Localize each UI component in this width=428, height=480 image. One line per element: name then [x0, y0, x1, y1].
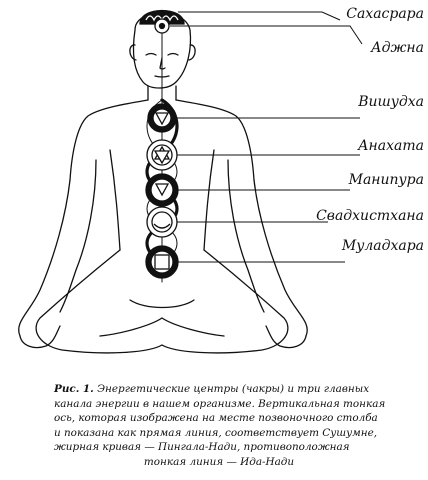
caption-line-4: и показана как прямая линия, соответству…	[54, 426, 378, 439]
vishuddha-chakra	[147, 103, 177, 133]
right-leg	[161, 249, 289, 354]
sahasrara-chakra	[139, 10, 185, 25]
right-eye	[167, 52, 179, 56]
svadhisthana-chakra	[146, 206, 178, 238]
pointer-sahasrara	[178, 11, 341, 21]
label-ajna: Аджна	[371, 40, 424, 56]
right-hand	[265, 325, 307, 349]
right-arm-inner	[227, 159, 265, 313]
left-hand	[19, 325, 61, 349]
left-leg	[35, 249, 163, 354]
left-shoulder	[69, 99, 149, 181]
caption-line-1: Рис. 1. Энергетические центры (чакры) и …	[54, 383, 370, 395]
label-svadhisthana: Свадхистхана	[316, 208, 424, 224]
label-muladhara: Муладхара	[341, 238, 424, 254]
label-vishuddha: Вишудха	[358, 94, 424, 110]
pointer-ajna	[170, 25, 363, 45]
caption-line-3: ось, которая изображена на месте позвоно…	[54, 412, 378, 425]
meditating-figure-diagram	[18, 10, 363, 354]
ajna-chakra	[154, 18, 170, 34]
label-manipura: Манипура	[348, 172, 424, 188]
label-sahasrara: Сахасрара	[346, 6, 424, 22]
right-shoulder	[175, 99, 255, 181]
manipura-chakra	[145, 173, 179, 207]
figure-number: Рис. 1.	[54, 383, 94, 395]
left-eye	[145, 52, 157, 56]
right-ear	[188, 44, 196, 61]
caption-line-5: жирная кривая — Пингала-Нади, противопол…	[54, 441, 350, 454]
left-arm-outer	[18, 179, 71, 337]
caption-line-6: тонкая линия — Ида-Нади	[143, 455, 295, 468]
left-ear	[129, 44, 137, 61]
anahata-chakra	[146, 139, 178, 171]
left-arm-inner	[59, 159, 97, 313]
label-anahata: Анахата	[357, 138, 424, 154]
muladhara-chakra	[145, 245, 179, 279]
right-arm-outer	[253, 179, 308, 337]
caption-line-2: канала энергии в нашем организме. Вертик…	[54, 397, 386, 410]
figure-caption: Рис. 1. Энергетические центры (чакры) и …	[54, 382, 386, 470]
